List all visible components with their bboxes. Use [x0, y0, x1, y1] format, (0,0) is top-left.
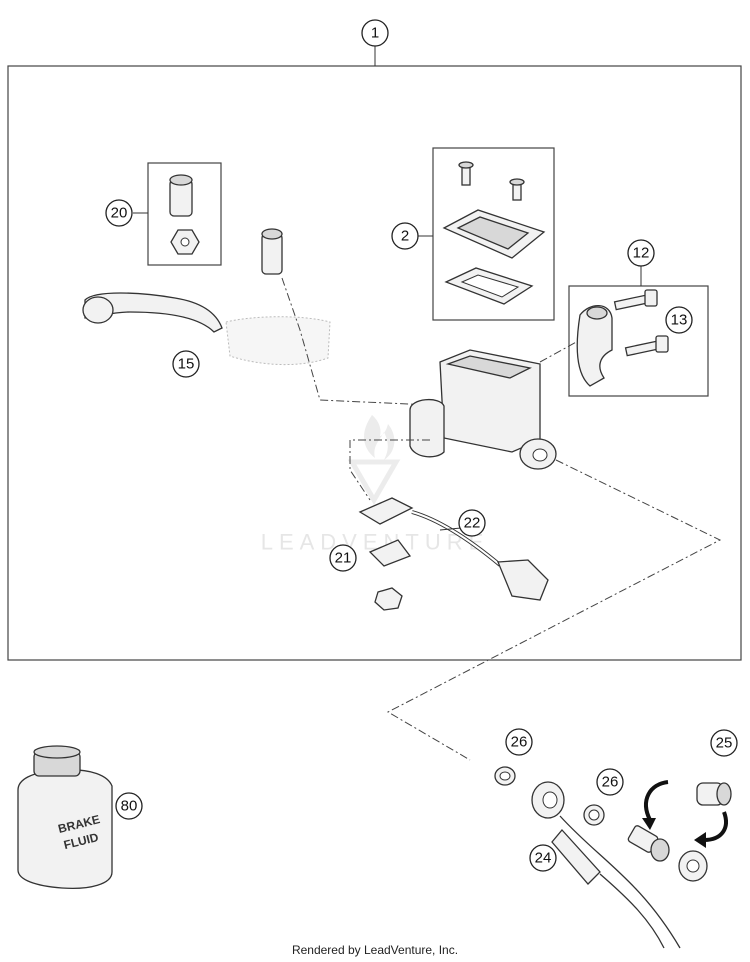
part-12-clamp — [576, 304, 613, 387]
callout-2: 2 — [391, 222, 419, 250]
part-24-brake-hose — [531, 781, 681, 949]
assembly-frame — [7, 65, 742, 661]
part-25-bleeder-cap — [696, 782, 732, 806]
group-box-20 — [147, 162, 222, 266]
callout-26-a: 26 — [505, 728, 533, 756]
callout-24: 24 — [529, 844, 557, 872]
svg-text:20: 20 — [111, 205, 128, 222]
leader-22 — [439, 527, 462, 531]
part-dust-cap — [678, 850, 708, 882]
callout-80: 80 — [115, 792, 143, 820]
watermark-logo — [347, 415, 401, 505]
part-13-bolts — [613, 289, 669, 357]
part-80-brake-fluid-can: BRAKE FLUID — [17, 745, 113, 890]
svg-text:12: 12 — [633, 245, 650, 262]
callout-25: 25 — [710, 729, 738, 757]
switch-centerline — [349, 439, 430, 501]
pushrod-bushing — [261, 228, 283, 275]
footer-credit: Rendered by LeadVenture, Inc. — [291, 943, 459, 957]
rotation-arrow-bottom-head — [694, 832, 706, 848]
svg-text:13: 13 — [671, 312, 688, 329]
callout-22: 22 — [458, 509, 486, 537]
svg-text:15: 15 — [178, 356, 195, 373]
callout-13: 13 — [665, 306, 693, 334]
part-22-switch-cable — [411, 510, 549, 601]
clamp-centerline — [539, 339, 581, 363]
group-box-2 — [432, 147, 555, 321]
callout-1: 1 — [361, 19, 389, 47]
watermark-text: LEADVENTURE — [261, 530, 490, 555]
callout-21: 21 — [329, 544, 357, 572]
part-20-bushing — [169, 174, 200, 255]
group-box-12 — [568, 285, 709, 397]
svg-text:22: 22 — [464, 515, 481, 532]
part-26-washer-b — [583, 804, 605, 826]
master-cylinder-body — [409, 349, 557, 470]
part-2-reservoir-cover — [442, 161, 546, 305]
part-banjo-bolt — [627, 825, 670, 862]
svg-text:26: 26 — [511, 734, 528, 751]
svg-text:80: 80 — [121, 798, 138, 815]
rotation-arrow-top-head — [642, 818, 656, 830]
rotation-arrow-top — [644, 780, 669, 821]
svg-text:2: 2 — [401, 228, 409, 245]
svg-text:26: 26 — [602, 774, 619, 791]
callout-20: 20 — [105, 199, 133, 227]
svg-text:24: 24 — [535, 850, 552, 867]
svg-text:25: 25 — [716, 735, 733, 752]
pushrod-centerline — [281, 277, 431, 406]
rotation-arrow-bottom — [703, 811, 728, 842]
part-21-switch-bracket — [358, 497, 414, 611]
part-26-washer-a — [494, 766, 516, 786]
callout-15: 15 — [172, 350, 200, 378]
svg-text:1: 1 — [371, 25, 379, 42]
part-15-brake-lever — [82, 292, 331, 366]
callout-12: 12 — [627, 239, 655, 267]
hose-route-line — [386, 459, 722, 761]
svg-text:21: 21 — [335, 550, 352, 567]
callout-26-b: 26 — [596, 768, 624, 796]
